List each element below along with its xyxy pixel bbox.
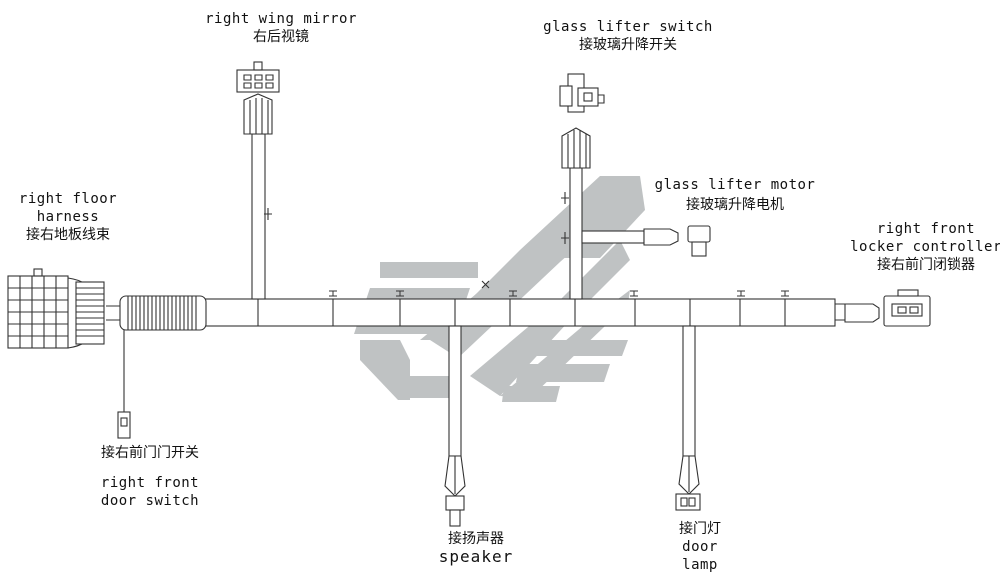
trunk-clips (329, 290, 789, 297)
right-wing-mirror-en: right wing mirror (205, 11, 357, 27)
door-switch-en1: right front (100, 475, 200, 491)
glass-lifter-motor-en: glass lifter motor (654, 177, 816, 193)
locker-controller-en1: right front (876, 221, 976, 237)
right-floor-harness-en1: right floor (18, 191, 118, 207)
speaker-branch (444, 325, 466, 527)
locker-controller-label: right front locker controller 接右前门闭锁器 (850, 220, 1000, 274)
speaker-cn: 接扬声器 (448, 531, 504, 547)
door-lamp-cn: 接门灯 (679, 521, 721, 537)
right-floor-harness-cn: 接右地板线束 (26, 227, 110, 243)
main-trunk (202, 298, 836, 327)
door-lamp-en2: lamp (682, 557, 718, 573)
x-mark (481, 280, 490, 289)
locker-controller-connector (835, 289, 931, 327)
door-switch-cn: 接右前门门开关 (101, 445, 199, 461)
door-lamp-label: 接门灯 door lamp (679, 520, 721, 574)
corrugated-sleeve (106, 295, 207, 331)
right-floor-harness-connector (7, 268, 105, 349)
trunk-segments (257, 299, 786, 326)
glass-lifter-motor-branch (581, 225, 711, 257)
glass-lifter-motor-label: glass lifter motor 接玻璃升降电机 (655, 176, 816, 214)
right-wing-mirror-label: right wing mirror 右后视镜 (205, 10, 357, 46)
door-lamp-en1: door (682, 539, 718, 555)
door-switch-branch (117, 330, 131, 439)
watermark-logo (354, 176, 645, 402)
glass-lifter-switch-en: glass lifter switch (543, 19, 713, 35)
right-wing-mirror-branch (236, 61, 280, 300)
glass-lifter-switch-label: glass lifter switch 接玻璃升降开关 (543, 18, 713, 54)
right-floor-harness-label: right floor harness 接右地板线束 (19, 190, 117, 244)
speaker-label: 接扬声器 speaker (439, 530, 513, 566)
door-lamp-branch (675, 325, 701, 511)
right-floor-harness-en2: harness (36, 209, 100, 225)
speaker-en: speaker (438, 547, 514, 566)
door-switch-en2: door switch (100, 493, 200, 509)
glass-lifter-motor-cn: 接玻璃升降电机 (686, 197, 784, 213)
locker-controller-cn: 接右前门闭锁器 (876, 257, 975, 273)
glass-lifter-switch-cn: 接玻璃升降开关 (579, 37, 677, 53)
glass-lifter-switch-branch (559, 73, 605, 300)
right-wing-mirror-cn: 右后视镜 (252, 29, 309, 45)
locker-controller-en2: locker controller (850, 239, 1000, 255)
door-switch-label: 接右前门门开关 right front door switch (101, 444, 199, 510)
